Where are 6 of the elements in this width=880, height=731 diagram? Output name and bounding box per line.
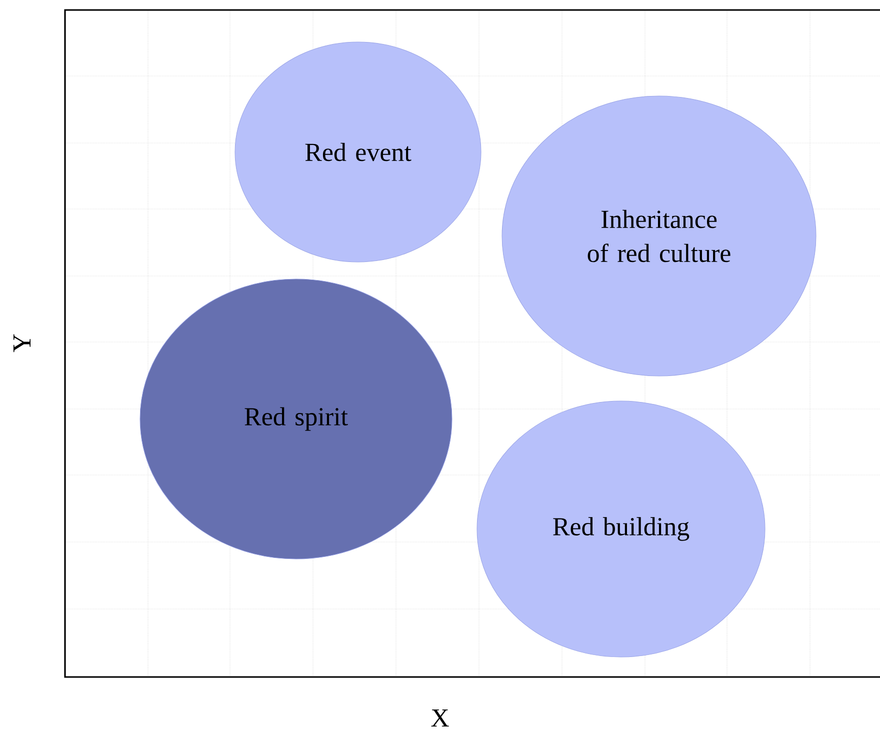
axis-label: Y [13,334,31,352]
bubble: Red event [234,42,482,262]
bubble: Red building [476,400,766,658]
bubble: Red spirit [140,278,452,560]
bubble: Inheritance of red culture [502,96,816,376]
axis-label: X [431,710,449,727]
